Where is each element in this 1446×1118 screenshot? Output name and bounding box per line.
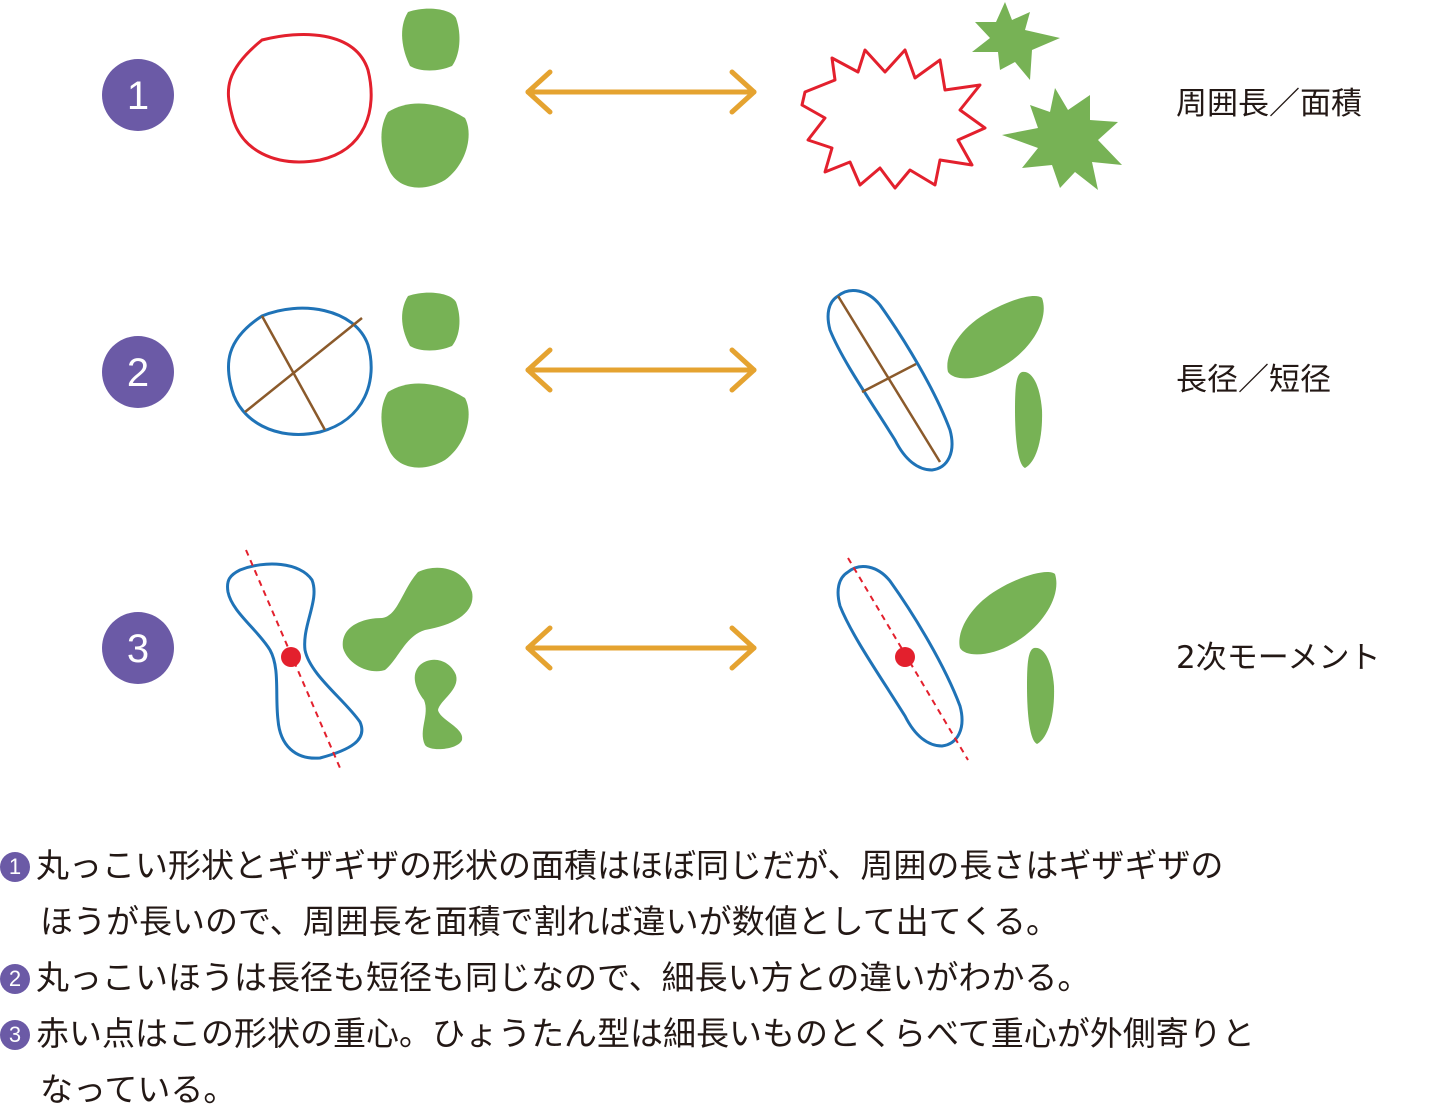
shape-features-diagram: 1 2 3: [102, 2, 1122, 769]
green-blob: [381, 103, 469, 188]
green-crescent: [947, 295, 1044, 379]
badge-1-text: 1: [127, 74, 149, 118]
round-red-outline: [226, 32, 373, 164]
badge-3: [102, 612, 174, 684]
row-1-shapes: [226, 2, 1122, 190]
centroid-dot-gourd: [281, 647, 301, 667]
gourd-blue-outline: [226, 562, 364, 760]
row-3-shapes: [226, 549, 1057, 769]
badge-3-text: 3: [127, 627, 149, 671]
note-3-line-2: なっている。: [40, 1070, 237, 1109]
badge-2: [102, 336, 174, 408]
green-star-large: [1002, 88, 1122, 190]
note-2-badge: 2: [0, 964, 30, 994]
round-blue-outline: [226, 306, 373, 436]
row-1-label: 周囲長／面積: [1176, 86, 1362, 122]
green-peanut-small: [414, 659, 463, 750]
note-1-line-2: ほうが長いので、周囲長を面積で割れば違いが数値として出てくる。: [40, 902, 1060, 941]
green-sliver-3: [1027, 647, 1055, 744]
note-2-text-1: 丸っこいほうは長径も短径も同じなので、細長い方との違いがわかる。: [36, 958, 1091, 997]
green-crescent-3: [959, 571, 1057, 655]
elongated-blue-outline: [826, 289, 954, 472]
row-3-label: 2次モーメント: [1176, 640, 1381, 676]
axis-line-2: [244, 317, 363, 413]
badge-2-text: 2: [127, 351, 149, 395]
green-star-small: [972, 2, 1060, 80]
double-arrow-3: [525, 625, 757, 671]
green-blob: [381, 383, 469, 468]
note-3-badge: 3: [0, 1020, 30, 1050]
green-rounded-square: [402, 292, 460, 351]
green-rounded-square: [402, 8, 460, 71]
centroid-dot-elongated: [895, 647, 915, 667]
elongated-blue-outline-3: [836, 565, 964, 748]
row-2-label: 長径／短径: [1176, 362, 1331, 398]
double-arrow-2: [525, 347, 757, 393]
green-peanut-large: [342, 567, 473, 672]
green-sliver: [1015, 371, 1043, 468]
badge-1: [102, 59, 174, 131]
double-arrow-1: [525, 69, 757, 115]
note-1-text-1: 丸っこい形状とギザギザの形状の面積はほぼ同じだが、周囲の長さはギザギザの: [36, 846, 1224, 885]
minor-axis-line: [861, 362, 917, 394]
note-3-text-1: 赤い点はこの形状の重心。ひょうたん型は細長いものとくらべて重心が外側寄りと: [36, 1014, 1255, 1053]
row-2-shapes: [226, 289, 1044, 472]
jagged-red-outline: [800, 48, 987, 190]
note-1-badge: 1: [0, 852, 30, 882]
